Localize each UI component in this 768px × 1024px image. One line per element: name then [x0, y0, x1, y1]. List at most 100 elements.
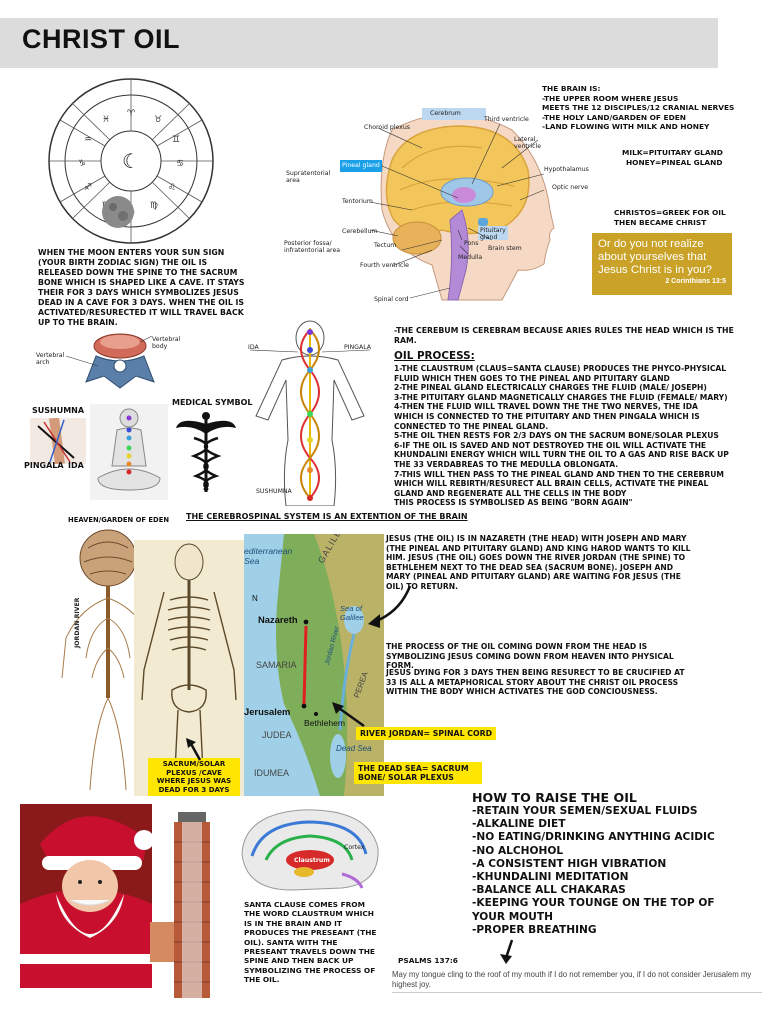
svg-text:♓: ♓: [102, 115, 110, 125]
oil-step: 4-THEN THE FLUID WILL TRAVEL DOWN THE TH…: [394, 402, 700, 431]
caduceus-icon: [174, 410, 238, 494]
label-pons: Pons: [464, 240, 479, 247]
oil-step: 5-THE OIL THEN RESTS FOR 2/3 DAYS ON THE…: [394, 431, 719, 441]
list-item: -RETAIN YOUR SEMEN/SEXUAL FLUIDS: [472, 805, 698, 817]
oil-process-heading: OIL PROCESS:: [394, 350, 475, 362]
label-hypothalamus: Hypothalamus: [544, 166, 589, 173]
sacrum-highlight: SACRUM/SOLAR PLEXUS /CAVE WHERE JESUS WA…: [148, 758, 240, 797]
brain-notes: THE BRAIN IS: -THE UPPER ROOM WHERE JESU…: [542, 84, 762, 132]
label-supratentorial: Supratentorial area: [286, 170, 331, 185]
label-vertebral-arch: Vertebral arch: [36, 352, 65, 367]
list-item: -A CONSISTENT HIGH VIBRATION: [472, 857, 667, 870]
svg-text:♌: ♌: [168, 183, 176, 193]
header-bar: [0, 18, 718, 68]
map-label-idumea: IDUMEA: [254, 768, 290, 778]
map-label-samaria: SAMARIA: [256, 660, 297, 670]
label-tentorium: Tentorium: [342, 198, 373, 205]
label-ida-body: IDA: [248, 344, 259, 351]
brain-note-line: -THE UPPER ROOM WHERE JESUS: [542, 93, 679, 103]
label-pituitary: Pituitary gland: [480, 227, 506, 242]
santa-caption: SANTA CLAUSE COMES FROM THE WORD CLAUSTR…: [244, 900, 377, 985]
arrow-icon: [184, 736, 204, 762]
cerebum-note: -THE CEREBUM IS CEREBRAM BECAUSE ARIES R…: [394, 326, 734, 346]
raise-oil-list: -RETAIN YOUR SEMEN/SEXUAL FLUIDS -ALKALI…: [472, 805, 732, 937]
label-sushumna-body: SUSHUMNA: [256, 488, 292, 495]
label-lateral-ventricle: Lateral ventricle: [514, 136, 542, 151]
jesus-note-3: JESUS DYING FOR 3 DAYS THEN BEING RESURE…: [386, 668, 685, 697]
verse-reference: 2 Corinthians 13:5: [665, 278, 726, 285]
label-optic: Optic nerve: [552, 184, 589, 191]
verse-box: Or do you not realize about yourselves t…: [592, 233, 732, 295]
christos-note-2: THEN BECAME CHRIST: [614, 218, 707, 227]
label-choroid: Choroid plexus: [364, 124, 410, 131]
list-item: -BALANCE ALL CHAKARAS: [472, 884, 626, 897]
cerebrospinal-heading: THE CEREBROSPINAL SYSTEM IS AN EXTENTION…: [186, 512, 468, 521]
label-vertebral-body: Vertebral body: [152, 336, 181, 351]
zodiac-wheel: ☾ ♈♉♊ ♋♌♍ ♎♏♐ ♑♒♓: [26, 76, 236, 246]
brain-diagram: Cerebrum Choroid plexus Third ventricle …: [282, 100, 589, 305]
brain-note-line: -LAND FLOWING WITH MILK AND HONEY: [542, 122, 710, 132]
svg-text:♑: ♑: [78, 159, 86, 169]
svg-text:☾: ☾: [122, 149, 140, 173]
list-item: -PROPER BREATHING: [472, 923, 597, 936]
skeleton-figure: [134, 540, 244, 796]
brain-note-line: -THE HOLY LAND/GARDEN OF EDEN: [542, 112, 686, 122]
map-label-bethlehem: Bethlehem: [304, 718, 346, 728]
label-jordan-river: JORDAN RIVER: [74, 597, 81, 648]
label-cerebrum: Cerebrum: [430, 110, 461, 117]
body-nadis-illustration: IDA PINGALA SUSHUMNA: [240, 320, 380, 506]
psalms-reference: PSALMS 137:6: [398, 956, 458, 965]
label-spinal-cord: Spinal cord: [374, 296, 409, 303]
jesus-note-2: THE PROCESS OF THE OIL COMING DOWN FROM …: [386, 642, 674, 671]
map-label-jerusalem: Jerusalem: [244, 706, 291, 717]
svg-text:♋: ♋: [176, 159, 184, 169]
label-cortex: Cortex: [344, 844, 365, 851]
oil-step: 1-THE CLAUSTRUM (CLAUS=SANTA CLAUSE) PRO…: [394, 364, 727, 383]
honey-note: HONEY=PINEAL GLAND: [626, 158, 723, 167]
svg-text:♈: ♈: [127, 109, 136, 119]
map-north-indicator: N: [252, 594, 258, 603]
map-label-nazareth: Nazareth: [258, 614, 298, 625]
map-label-sea: editerranean Sea: [244, 546, 293, 566]
list-item: -NO ALCHOHOL: [472, 844, 564, 857]
label-pineal: Pineal gland: [342, 162, 380, 169]
label-heaven: HEAVEN/GARDEN OF EDEN: [68, 516, 170, 524]
label-brainstem: Brain stem: [488, 245, 522, 252]
meditation-figure: [90, 404, 168, 500]
label-tectum: Tectum: [374, 242, 397, 249]
river-jordan-highlight: RIVER JORDAN= SPINAL CORD: [356, 727, 497, 741]
label-medical-symbol: MEDICAL SYMBOL: [172, 398, 253, 407]
oil-step: 7-THIS WILL THEN PASS TO THE PINEAL GLAN…: [394, 469, 724, 498]
svg-text:♒: ♒: [84, 135, 92, 145]
down-arrow-icon: [498, 938, 518, 964]
svg-text:♉: ♉: [154, 115, 162, 125]
list-item: -KHUNDALINI MEDITATION: [472, 871, 629, 884]
label-sushumna: SUSHUMNA: [32, 406, 85, 415]
arrow-icon: [328, 700, 368, 730]
psalms-verse: May my tongue cling to the roof of my mo…: [392, 970, 762, 993]
oil-process: OIL PROCESS: 1-THE CLAUSTRUM (CLAUS=SANT…: [394, 350, 730, 508]
santa-image: [20, 804, 152, 988]
map-label-judea: JUDEA: [262, 730, 292, 740]
svg-text:♊: ♊: [172, 135, 180, 145]
claustrum-brain-diagram: Claustrum Cortex: [232, 804, 382, 896]
list-item: -KEEPING YOUR TOUNGE ON THE TOP OF YOUR …: [472, 897, 715, 923]
svg-text:♍: ♍: [150, 201, 158, 211]
map-label-sea-galilee: Sea of Galilee: [340, 604, 364, 622]
label-medulla: Medulla: [458, 254, 483, 261]
label-pingala: PINGALA: [24, 461, 64, 470]
label-posterior: Posterior fossa/ infratentorial area: [284, 240, 341, 255]
verse-text: Or do you not realize about yourselves t…: [598, 238, 712, 276]
raise-oil-heading: HOW TO RAISE THE OIL: [472, 790, 637, 805]
zodiac-caption: WHEN THE MOON ENTERS YOUR SUN SIGN (YOUR…: [38, 248, 245, 327]
label-third-ventricle: Third ventricle: [484, 116, 529, 123]
christos-note-1: CHRISTOS=GREEK FOR OIL: [614, 208, 726, 217]
raise-oil-section: HOW TO RAISE THE OIL -RETAIN YOUR SEMEN/…: [472, 790, 732, 937]
brain-notes-heading: THE BRAIN IS:: [542, 84, 601, 93]
label-fourth-ventricle: Fourth ventricle: [360, 262, 409, 269]
curved-arrow-icon: [350, 582, 420, 632]
label-cerebellum: Cerebellum: [342, 228, 378, 235]
oil-step: 2-THE PINEAL GLAND ELECTRICALLY CHARGES …: [394, 383, 707, 393]
label-ida: IDA: [68, 461, 84, 470]
vertebra-illustration: Vertebral body Vertebral arch: [36, 326, 180, 394]
